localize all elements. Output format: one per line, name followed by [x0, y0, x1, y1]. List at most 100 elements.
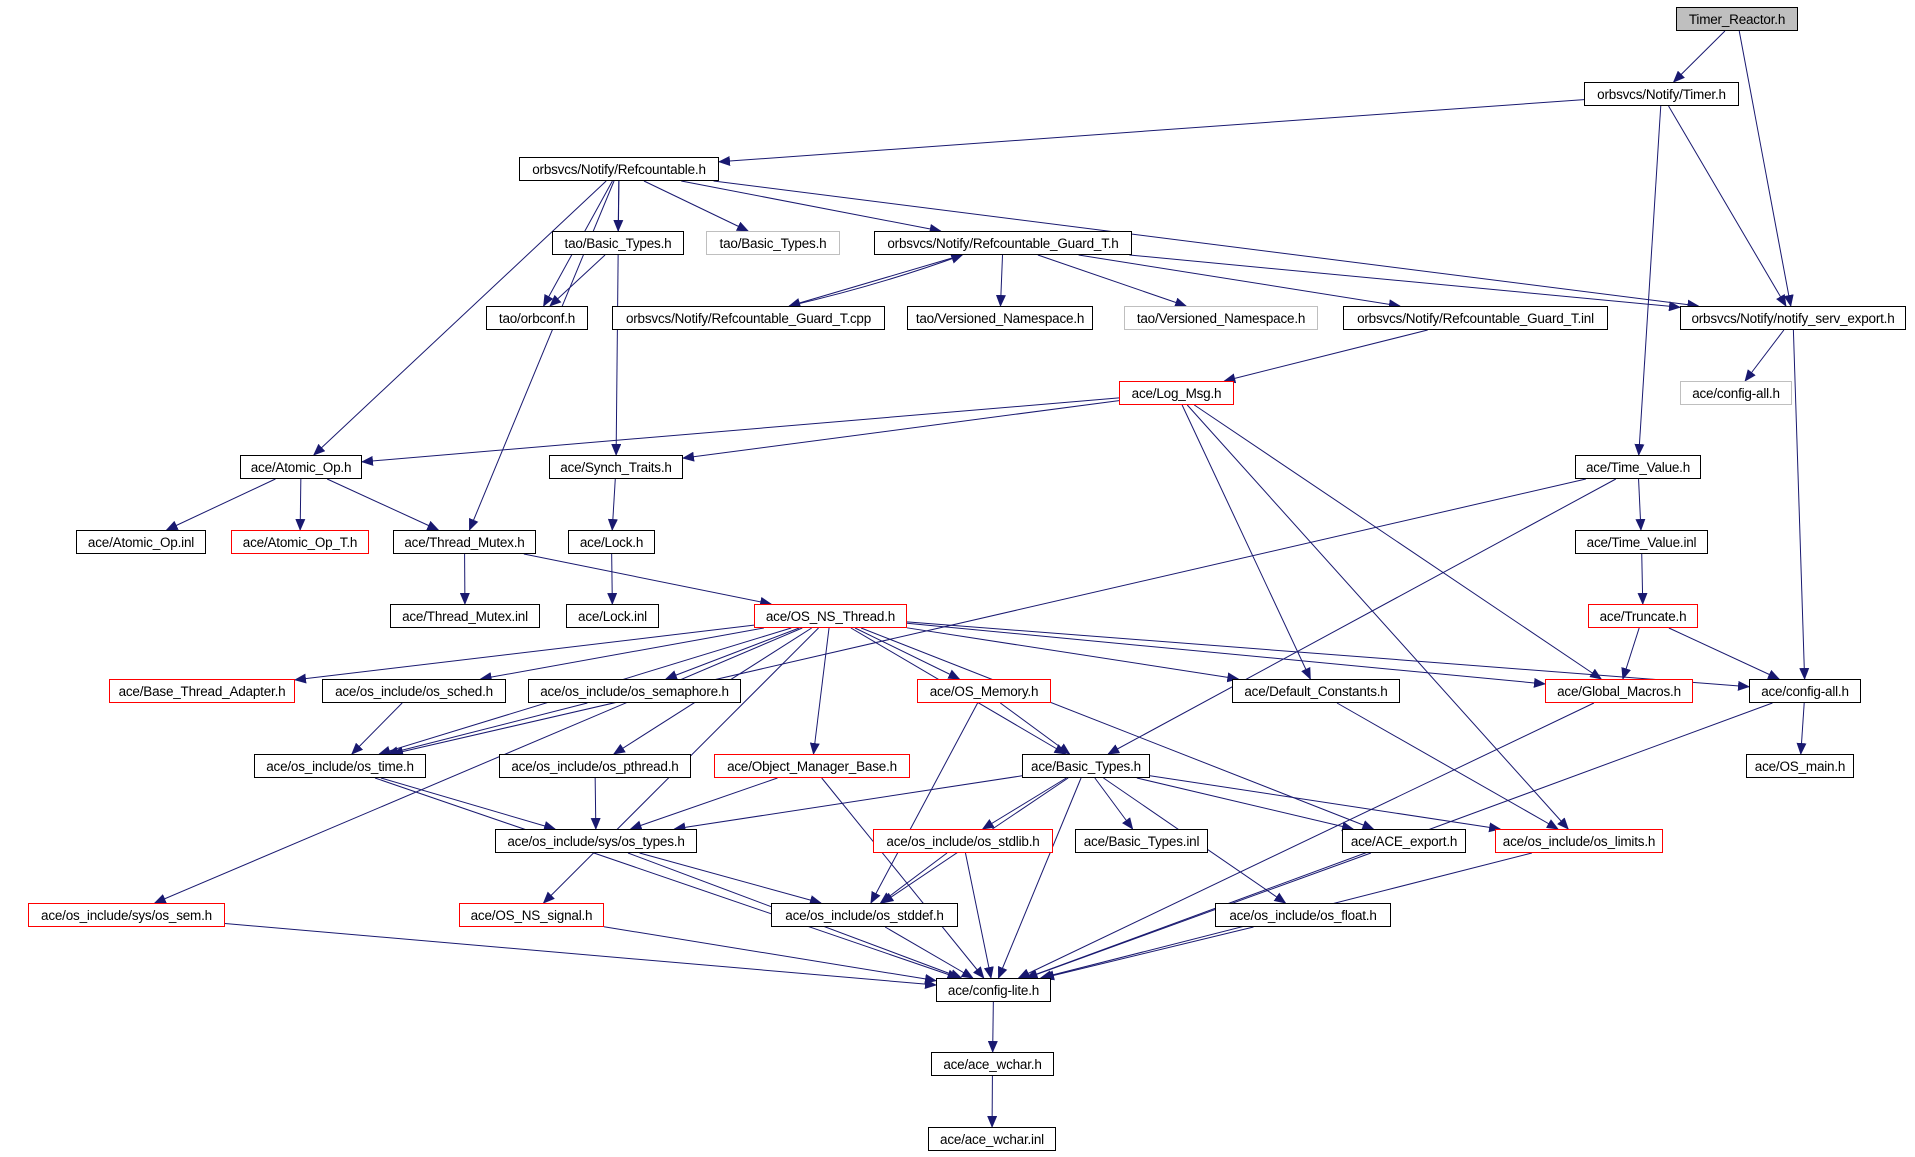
edge-truncate-to-global_macros: [1621, 627, 1640, 680]
node-os-include-sys-os-types-h[interactable]: ace/os_include/sys/os_types.h: [495, 829, 697, 853]
node-tao-versioned-namespace-h-undocumented[interactable]: tao/Versioned_Namespace.h: [1124, 306, 1318, 330]
edge-os_ns_thread-to-object_manager_base: [809, 627, 830, 755]
edge-time_value-to-os_time: [391, 478, 1587, 757]
node-ace-ace-wchar-inl[interactable]: ace/ace_wchar.inl: [928, 1127, 1056, 1151]
edge-os_ns_thread-to-sys_os_sem: [153, 627, 803, 904]
node-notify-refcountable-h[interactable]: orbsvcs/Notify/Refcountable.h: [519, 157, 719, 181]
edge-os_stddef-to-config_lite: [884, 926, 974, 979]
edge-os_stdlib-to-config_lite: [964, 852, 994, 979]
edge-log_msg-to-synch_traits: [682, 400, 1120, 462]
node-notify-serv-export-h[interactable]: orbsvcs/Notify/notify_serv_export.h: [1680, 306, 1906, 330]
node-ace-thread-mutex-inl[interactable]: ace/Thread_Mutex.inl: [390, 604, 540, 628]
node-ace-truncate-h[interactable]: ace/Truncate.h: [1588, 604, 1698, 628]
edge-log_msg-to-default_constants: [1181, 404, 1311, 680]
node-os-include-os-time-h[interactable]: ace/os_include/os_time.h: [254, 754, 426, 778]
edge-os_ns_thread-to-base_thread_adapter: [294, 624, 755, 684]
edge-timer-to-notify_serv_export: [1668, 105, 1787, 307]
node-ace-os-ns-signal-h[interactable]: ace/OS_NS_signal.h: [459, 903, 604, 927]
edge-ace_basic_types-to-ace_export: [1136, 777, 1355, 832]
edge-lock_h-to-lock_inl: [607, 553, 618, 605]
edge-os_float-to-config_lite: [1042, 926, 1254, 981]
edge-config_lite-to-ace_wchar: [987, 1001, 998, 1053]
edge-synch_traits-to-lock_h: [607, 478, 618, 531]
node-ace-thread-mutex-h[interactable]: ace/Thread_Mutex.h: [393, 530, 536, 554]
node-ace-config-lite-h[interactable]: ace/config-lite.h: [936, 978, 1051, 1002]
edge-default_constants-to-os_limits: [1336, 702, 1559, 830]
node-tao-basic-types-h[interactable]: tao/Basic_Types.h: [552, 231, 684, 255]
node-ace-base-thread-adapter-h[interactable]: ace/Base_Thread_Adapter.h: [109, 679, 295, 703]
node-os-include-os-limits-h[interactable]: ace/os_include/os_limits.h: [1495, 829, 1663, 853]
node-ace-basic-types-h[interactable]: ace/Basic_Types.h: [1022, 754, 1150, 778]
edge-log_msg-to-os_limits: [1186, 404, 1569, 830]
edge-time_value_inl-to-truncate: [1637, 553, 1648, 605]
node-ace-synch-traits-h[interactable]: ace/Synch_Traits.h: [549, 455, 683, 479]
node-os-include-os-semaphore-h[interactable]: ace/os_include/os_semaphore.h: [528, 679, 741, 703]
edge-sys_os_sem-to-config_lite: [224, 923, 937, 990]
node-os-include-os-float-h[interactable]: ace/os_include/os_float.h: [1215, 903, 1391, 927]
edge-ace_export-to-config_lite: [1025, 852, 1372, 979]
node-ace-default-constants-h[interactable]: ace/Default_Constants.h: [1232, 679, 1400, 703]
edge-timer_reactor-to-timer: [1672, 30, 1726, 83]
node-notify-timer-h[interactable]: orbsvcs/Notify/Timer.h: [1584, 82, 1739, 106]
edge-global_macros-to-config_lite: [1017, 702, 1595, 979]
node-tao-basic-types-h-undocumented[interactable]: tao/Basic_Types.h: [706, 231, 840, 255]
edge-os_stdlib-to-os_stddef: [879, 852, 948, 904]
node-refcountable-guard-t-h[interactable]: orbsvcs/Notify/Refcountable_Guard_T.h: [874, 231, 1132, 255]
node-ace-time-value-inl[interactable]: ace/Time_Value.inl: [1575, 530, 1708, 554]
edge-time_value-to-ace_basic_types: [1107, 478, 1617, 755]
edge-refcountable-to-guard_t_h: [681, 180, 942, 234]
node-ace-atomic-op-t-h[interactable]: ace/Atomic_Op_T.h: [231, 530, 369, 554]
node-refcountable-guard-t-inl[interactable]: orbsvcs/Notify/Refcountable_Guard_T.inl: [1343, 306, 1608, 330]
edge-guard_t_h-to-guard_t_cpp: [788, 254, 963, 308]
edge-os_ns_thread-to-config_all: [906, 621, 1750, 691]
node-ace-atomic-op-h[interactable]: ace/Atomic_Op.h: [240, 455, 362, 479]
edge-guard_t_h-to-notify_serv_export: [1129, 254, 1681, 312]
edge-atomic_op-to-thread_mutex: [326, 478, 440, 531]
node-ace-global-macros-h[interactable]: ace/Global_Macros.h: [1545, 679, 1693, 703]
node-timer-reactor-h[interactable]: Timer_Reactor.h: [1676, 7, 1798, 31]
node-ace-os-memory-h[interactable]: ace/OS_Memory.h: [917, 679, 1051, 703]
edge-ace_basic_types-to-ace_basic_types_inl: [1094, 777, 1134, 830]
edge-ace_basic_types-to-config_lite: [997, 777, 1082, 979]
node-os-include-os-stdlib-h[interactable]: ace/os_include/os_stdlib.h: [873, 829, 1053, 853]
node-tao-versioned-namespace-h[interactable]: tao/Versioned_Namespace.h: [907, 306, 1093, 330]
edge-guard_t_h-to-tao_versioned_gray: [1037, 254, 1188, 308]
node-tao-orbconf-h[interactable]: tao/orbconf.h: [486, 306, 588, 330]
node-refcountable-guard-t-cpp[interactable]: orbsvcs/Notify/Refcountable_Guard_T.cpp: [612, 306, 885, 330]
node-ace-object-manager-base-h[interactable]: ace/Object_Manager_Base.h: [714, 754, 910, 778]
node-ace-ace-export-h[interactable]: ace/ACE_export.h: [1342, 829, 1466, 853]
edge-guard_t_h-to-tao_versioned: [995, 254, 1006, 307]
node-ace-lock-inl[interactable]: ace/Lock.inl: [566, 604, 659, 628]
edge-os_ns_signal-to-config_lite: [603, 926, 937, 984]
edge-os_time-to-config_lite: [374, 777, 960, 980]
edge-atomic_op-to-atomic_op_inl: [165, 478, 276, 531]
edge-timer-to-refcountable: [718, 99, 1585, 167]
node-ace-os-ns-thread-h[interactable]: ace/OS_NS_Thread.h: [754, 604, 907, 628]
edge-os_sched-to-os_time: [351, 702, 403, 755]
edge-timer_reactor-to-notify_serv_export: [1738, 30, 1794, 307]
node-ace-os-main-h[interactable]: ace/OS_main.h: [1746, 754, 1854, 778]
node-os-include-os-stddef-h[interactable]: ace/os_include/os_stddef.h: [771, 903, 958, 927]
edge-atomic_op-to-atomic_op_t: [295, 478, 306, 531]
node-ace-log-msg-h[interactable]: ace/Log_Msg.h: [1119, 381, 1234, 405]
edge-os_pthread-to-sys_os_types: [590, 777, 601, 830]
node-ace-basic-types-inl[interactable]: ace/Basic_Types.inl: [1075, 829, 1208, 853]
edge-log_msg-to-atomic_op: [361, 397, 1120, 466]
edge-thread_mutex-to-os_ns_thread: [523, 553, 773, 607]
node-ace-config-all-h-undocumented[interactable]: ace/config-all.h: [1680, 381, 1792, 405]
node-os-include-sys-os-sem-h[interactable]: ace/os_include/sys/os_sem.h: [28, 903, 225, 927]
node-ace-lock-h[interactable]: ace/Lock.h: [568, 530, 655, 554]
edge-sys_os_types-to-os_stddef: [639, 852, 822, 905]
edge-os_time-to-sys_os_types: [380, 777, 556, 831]
edge-config_all-to-os_main: [1796, 702, 1807, 755]
node-ace-atomic-op-inl[interactable]: ace/Atomic_Op.inl: [76, 530, 206, 554]
node-os-include-os-sched-h[interactable]: ace/os_include/os_sched.h: [322, 679, 506, 703]
node-ace-config-all-h[interactable]: ace/config-all.h: [1749, 679, 1861, 703]
edge-os_semaphore-to-os_time: [386, 702, 588, 757]
edge-object_manager_base-to-sys_os_types: [629, 777, 778, 831]
node-os-include-os-pthread-h[interactable]: ace/os_include/os_pthread.h: [499, 754, 691, 778]
node-ace-time-value-h[interactable]: ace/Time_Value.h: [1575, 455, 1701, 479]
node-ace-ace-wchar-h[interactable]: ace/ace_wchar.h: [931, 1052, 1054, 1076]
edge-os_ns_thread-to-default_constants: [906, 627, 1240, 683]
edge-refcountable-to-tao_basic_types_gray: [643, 180, 749, 232]
